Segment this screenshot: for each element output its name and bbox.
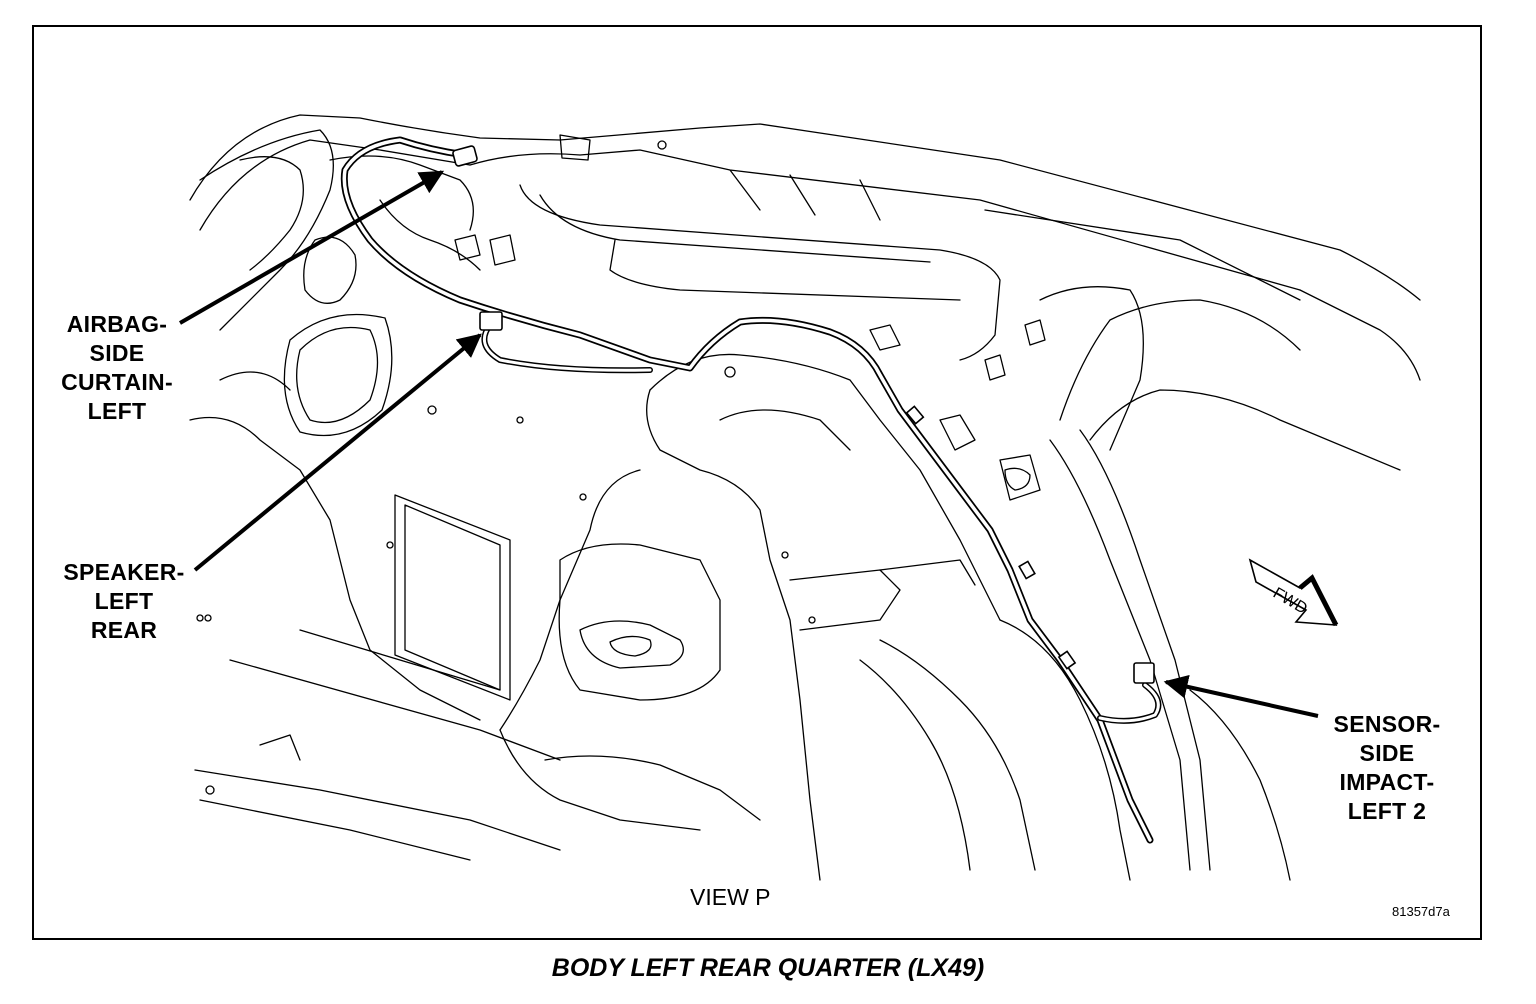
view-label: VIEW P xyxy=(690,884,771,910)
callout-line: SENSOR- xyxy=(1333,711,1441,737)
sensor-leader-arrow xyxy=(1163,675,1319,718)
speaker-leader-arrow xyxy=(193,333,482,572)
airbag-leader-arrow xyxy=(179,170,445,325)
callout-line: CURTAIN- xyxy=(61,369,173,395)
figure-caption: BODY LEFT REAR QUARTER (LX49) xyxy=(551,954,985,982)
airbag-callout: AIRBAG- SIDE CURTAIN- LEFT xyxy=(52,310,182,426)
callout-line: IMPACT- xyxy=(1339,769,1435,795)
sensor-callout: SENSOR- SIDE IMPACT- LEFT 2 xyxy=(1318,710,1456,826)
diagram-frame xyxy=(32,25,1482,940)
callout-line: REAR xyxy=(90,617,158,643)
airbag-connector xyxy=(452,145,478,167)
callout-line: SPEAKER- xyxy=(63,559,185,585)
callout-line: LEFT 2 xyxy=(1347,798,1427,824)
speaker-connector xyxy=(479,311,503,331)
callout-line: SIDE xyxy=(1359,740,1415,766)
speaker-callout: SPEAKER- LEFT REAR xyxy=(50,558,198,645)
callout-line: SIDE xyxy=(89,340,145,366)
callout-line: LEFT xyxy=(94,588,154,614)
figure-id: 81357d7a xyxy=(1392,904,1450,919)
sensor-connector xyxy=(1133,662,1155,684)
fwd-arrow-icon: FWD xyxy=(1248,558,1339,627)
callout-line: LEFT xyxy=(87,398,147,424)
callout-line: AIRBAG- xyxy=(66,311,168,337)
